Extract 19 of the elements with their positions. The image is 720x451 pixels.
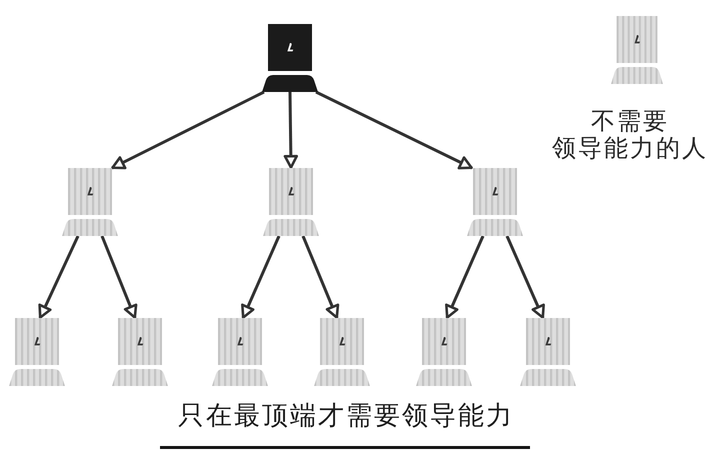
caption: 只在最顶端才需要领导能力 [178,401,514,431]
person-icon [9,318,65,386]
person-icon [62,168,118,236]
arrow [302,235,340,319]
person-icon [112,318,168,386]
legend-text: 不需要领导能力的人 [551,108,709,162]
person-icon [467,168,523,236]
person-icon [314,318,370,386]
person-icon [263,168,319,236]
person-icon [262,24,318,92]
arrow [100,235,138,319]
person-icon [212,318,268,386]
arrow [284,92,298,169]
person-icon [416,318,472,386]
arrow [241,235,280,319]
arrow [445,235,484,319]
arrow [506,235,545,319]
arrow [38,235,80,319]
person-icon [520,318,576,386]
